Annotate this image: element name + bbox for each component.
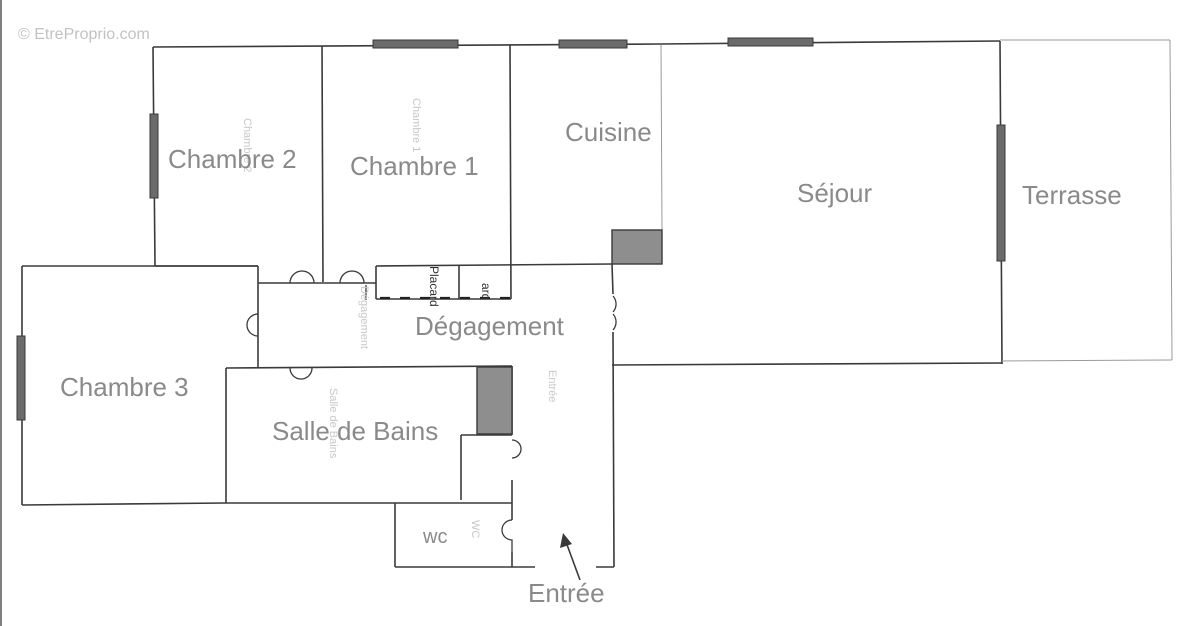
door-wc (501, 519, 513, 552)
window-sejour-terrasse (996, 124, 1006, 262)
room-label-cuisine: Cuisine (565, 117, 652, 147)
window-chambre2 (149, 113, 159, 199)
room-label-salle-de-bains: Salle de Bains (272, 416, 438, 446)
faint-text: Salle de Bains (327, 388, 339, 459)
door-chambre1 (339, 270, 365, 284)
window-chambre1 (372, 39, 459, 49)
windows (16, 37, 1006, 421)
room-label-terrasse: Terrasse (1022, 180, 1122, 210)
room-label-wc: wc (422, 526, 447, 548)
faint-text: Dégagement (358, 286, 370, 349)
room-label-degagement: Dégagement (415, 311, 565, 341)
door-salle-de-bains (289, 367, 313, 380)
doors (246, 270, 617, 552)
room-label-entree: Entrée (528, 578, 605, 608)
room-label-chambre3: Chambre 3 (60, 372, 189, 402)
placard-label: Placard (427, 266, 441, 307)
watermark-text: © EtreProprio.com (18, 26, 150, 43)
faint-text: Chambre 2 (241, 118, 253, 172)
door-chambre3 (246, 313, 259, 337)
room-label-chambre2: Chambre 2 (168, 144, 297, 174)
door-placard (511, 439, 522, 459)
faint-text: Chambre 1 (410, 98, 422, 152)
faint-text: WC (469, 520, 481, 538)
entrance-arrow-icon (560, 533, 581, 581)
duct-cuisine (611, 229, 663, 265)
placard-label: ard (479, 283, 493, 300)
door-sejour (612, 295, 617, 331)
window-chambre3 (16, 335, 26, 421)
window-cuisine (558, 39, 628, 49)
room-label-chambre1: Chambre 1 (350, 151, 479, 181)
duct-bath (476, 366, 513, 435)
window-sejour (727, 37, 814, 47)
room-label-sejour: Séjour (797, 178, 872, 208)
faint-text: Entrée (546, 370, 558, 402)
door-chambre2 (289, 270, 315, 284)
